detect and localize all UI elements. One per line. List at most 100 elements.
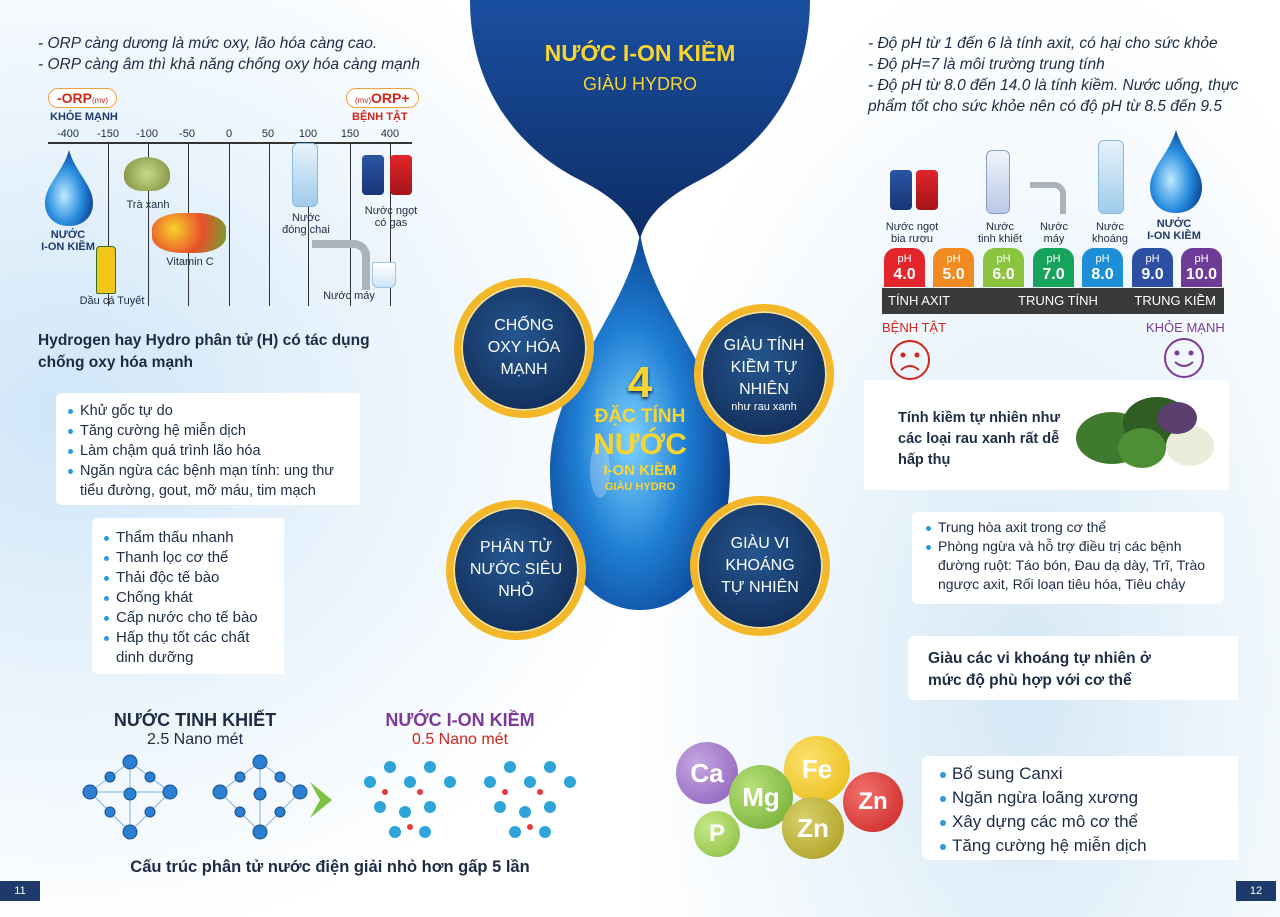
molecule-cluster-small-icon	[484, 761, 576, 838]
fruit-icon	[152, 213, 226, 253]
feature-antioxidant-label: CHỐNG OXY HÓA MẠNH	[487, 317, 561, 378]
list-item: Bổ sung Canxi	[938, 762, 1228, 786]
orp-gridline	[269, 142, 270, 306]
happy-face-icon	[1164, 338, 1204, 378]
ph-cell-value: 5.0	[942, 266, 965, 283]
ph-cell: pH 5.0	[933, 248, 974, 287]
orp-gridline	[350, 142, 351, 306]
ph-cell: pH 7.0	[1033, 248, 1074, 287]
ph-cell-label: pH	[1145, 253, 1160, 265]
feature-alkaline-label: GIÀU TÍNH KIỀM TỰ NHIÊN	[723, 337, 805, 398]
drop-line3: I-ON KIỀM	[603, 462, 677, 479]
hydrogen-benefits-list: Khử gốc tự do Tăng cường hệ miễn dịch Là…	[66, 401, 356, 501]
ph-cell-label: pH	[897, 253, 912, 265]
ph-cell-value: 4.0	[893, 266, 916, 283]
list-item: Tăng cường hệ miễn dịch	[938, 834, 1228, 858]
mineral-benefits-box: Bổ sung Canxi Ngăn ngừa loãng xương Xây …	[922, 756, 1238, 860]
orp-healthy-label: KHỎE MẠNH	[50, 111, 118, 123]
mineral-heading: Giàu các vi khoáng tự nhiên ở mức độ phù…	[928, 650, 1151, 689]
orp-gridline	[108, 142, 109, 306]
drop-number: 4	[627, 358, 653, 407]
molecule-structures	[82, 754, 576, 840]
soda-can-red-icon	[390, 155, 412, 195]
list-item: Ngăn ngừa các bệnh mạn tính: ung thư tiể…	[66, 461, 356, 501]
ph-neutral-label: TRUNG TÍNH	[1018, 293, 1098, 308]
orp-tick: -150	[96, 128, 120, 140]
ph-cell-label: pH	[996, 253, 1011, 265]
orp-tick: -100	[135, 128, 159, 140]
vegetables-icon	[1076, 397, 1214, 468]
orp-sick-label: BỆNH TẬT	[352, 111, 408, 123]
ph-item: Nước ngọt bia rượu	[885, 221, 939, 245]
list-item: Khử gốc tự do	[66, 401, 356, 421]
molecule-cluster-large-icon	[212, 754, 308, 840]
orp-positive-tag-text: ORP+	[371, 90, 410, 106]
ph-note-2: - Độ pH=7 là môi trường trung tính	[868, 56, 1105, 73]
feature-antioxidant: CHỐNG OXY HÓA MẠNH	[454, 278, 594, 418]
list-item: Thanh lọc cơ thể	[102, 548, 278, 568]
page-number-left: 11	[0, 881, 40, 901]
drop-line4: GIÀU HYDRO	[604, 481, 676, 493]
ph-cell-label: pH	[1194, 253, 1209, 265]
orp-item-vitc: Vitamin C	[166, 256, 214, 268]
soda-can-blue-icon	[890, 170, 912, 210]
ph-cell-value: 10.0	[1185, 266, 1218, 283]
pure-water-heading: NƯỚC TINH KHIẾT 2.5 Nano mét	[90, 710, 300, 749]
orp-gridline	[148, 142, 149, 306]
ph-cell: pH 10.0	[1181, 248, 1222, 287]
water-glass-icon	[372, 262, 396, 288]
ph-note-1: - Độ pH từ 1 đến 6 là tính axit, có hại …	[868, 35, 1218, 52]
ph-item: NƯỚC I-ON KIỀM	[1147, 218, 1201, 242]
orp-positive-tag: (mv)ORP+	[346, 88, 419, 108]
ph-notes: - Độ pH từ 1 đến 6 là tính axit, có hại …	[868, 33, 1248, 117]
molecule-caption: Cấu trúc phân tử nước điện giải nhỏ hơn …	[130, 858, 530, 876]
list-item: Ngăn ngừa loãng xương	[938, 786, 1228, 810]
orp-gridline	[308, 142, 309, 306]
list-item: Thẩm thấu nhanh	[102, 528, 278, 548]
soda-can-red-icon	[916, 170, 938, 210]
ph-item: Nước khoáng	[1091, 221, 1129, 245]
list-item: Trung hòa axit trong cơ thể	[924, 518, 1216, 537]
orp-tick: -400	[56, 128, 80, 140]
tap-faucet-icon	[312, 240, 370, 290]
drop-line2: NƯỚC	[593, 428, 687, 461]
orp-tick: -50	[179, 128, 195, 140]
center-title: NƯỚC I-ON KIỀM	[544, 40, 736, 66]
list-item: Thải độc tế bào	[102, 568, 278, 588]
ph-cell-value: 7.0	[1042, 266, 1065, 283]
ph-cell: pH 4.0	[884, 248, 925, 287]
ph-band: TÍNH AXIT TRUNG TÍNH TRUNG KIỀM	[882, 288, 1224, 314]
orp-item-soda: Nước ngọt có gas	[364, 205, 418, 229]
orp-tick: 150	[340, 128, 360, 140]
ph-cell-value: 8.0	[1091, 266, 1114, 283]
molecule-cluster-large-icon	[82, 754, 178, 840]
list-item: Làm chậm quá trình lão hóa	[66, 441, 356, 461]
fish-oil-bottle-icon	[96, 246, 116, 294]
orp-item-fishoil: Dầu cá Tuyết	[79, 295, 145, 307]
mineral-fe: Fe	[784, 736, 850, 802]
ph-sick-label: BỆNH TẬT	[882, 320, 947, 335]
center-subtitle: GIÀU HYDRO	[582, 74, 697, 94]
digestion-list: Trung hòa axit trong cơ thể Phòng ngừa v…	[924, 518, 1216, 594]
vegetable-text: Tính kiềm tự nhiên như các loại rau xanh…	[898, 410, 1060, 468]
page-number-right: 12	[1236, 881, 1276, 901]
mineral-ca: Ca	[676, 742, 738, 804]
ph-cell-label: pH	[1046, 253, 1061, 265]
orp-tick: 50	[261, 128, 275, 140]
pure-water-bottle-icon	[986, 150, 1010, 214]
tap-faucet-icon	[1030, 182, 1066, 214]
arrow-right-icon	[310, 782, 332, 818]
pure-water-title: NƯỚC TINH KHIẾT	[113, 710, 277, 730]
drop-label: 4 ĐẶC TÍNH NƯỚC I-ON KIỀM GIÀU HYDRO	[560, 360, 720, 494]
orp-tick: 100	[298, 128, 318, 140]
feature-minerals-label: GIÀU VI KHOÁNG TỰ NHIÊN	[721, 535, 799, 596]
orp-negative-tag-text: -ORP	[57, 90, 92, 106]
ph-cell: pH 9.0	[1132, 248, 1173, 287]
orp-positive-unit: (mv)	[355, 96, 371, 105]
feature-small-molecule: PHÂN TỬ NƯỚC SIÊU NHỎ	[446, 500, 586, 640]
ion-water-heading: NƯỚC I-ON KIỀM 0.5 Nano mét	[360, 710, 560, 749]
mineral-zn: Zn	[843, 772, 903, 832]
hydrogen-benefits-box: Khử gốc tự do Tăng cường hệ miễn dịch Là…	[56, 393, 360, 505]
list-item: Xây dựng các mô cơ thể	[938, 810, 1228, 834]
